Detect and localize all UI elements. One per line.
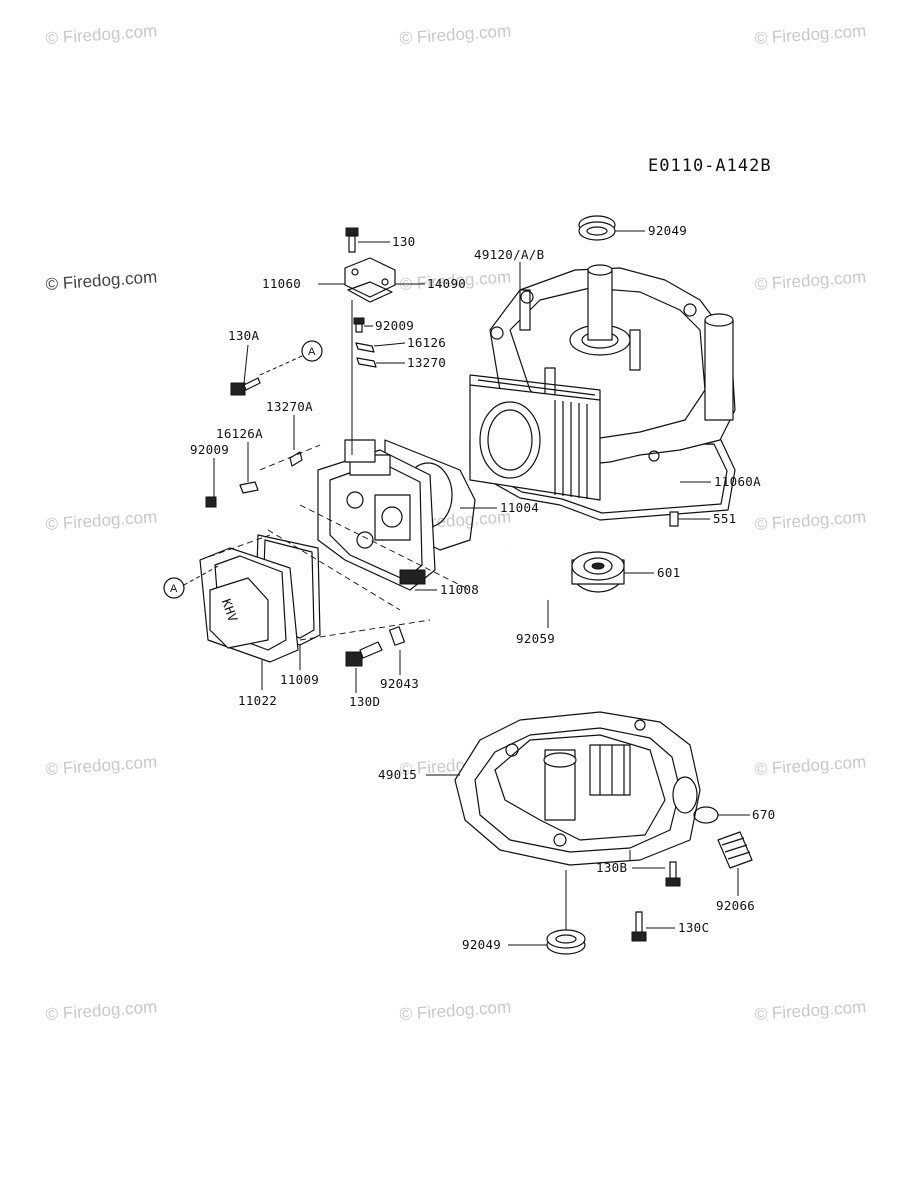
- part-label: 11060: [262, 276, 301, 291]
- leader-lines: [213, 230, 750, 946]
- callout-marker: A: [170, 583, 178, 595]
- watermark: © Firedog.com: [399, 997, 512, 1024]
- part-label: 16126A: [216, 426, 263, 441]
- part-label: 92049: [462, 937, 501, 952]
- part-label: 13270: [407, 355, 446, 370]
- watermark: © Firedog.com: [754, 507, 867, 534]
- watermark: © Firedog.com: [399, 21, 512, 48]
- part-label: 551: [713, 511, 736, 526]
- crankcase-cover-drawing: [454, 711, 753, 955]
- part-label: 92049: [648, 223, 687, 238]
- part-label: 130B: [596, 860, 627, 875]
- part-label: 49015: [378, 767, 417, 782]
- part-label: 13270A: [266, 399, 313, 414]
- part-label: 130: [392, 234, 415, 249]
- part-labels: 130 11060 14090 92009 16126 13270 130A 1…: [190, 223, 775, 952]
- part-label: 11009: [280, 672, 319, 687]
- watermark: © Firedog.com: [754, 21, 867, 48]
- callout-a-top: A: [259, 340, 323, 376]
- part-label: 11004: [500, 500, 539, 515]
- part-label: 130A: [228, 328, 259, 343]
- watermark: © Firedog.com: [754, 267, 867, 294]
- watermark: © Firedog.com: [754, 752, 867, 779]
- crankcase-drawing: [469, 215, 736, 596]
- part-label: 670: [752, 807, 775, 822]
- part-label: 16126: [407, 335, 446, 350]
- watermark: © Firedog.com: [45, 21, 158, 48]
- part-label: 92059: [516, 631, 555, 646]
- part-label: 601: [657, 565, 680, 580]
- callout-a-left: A: [163, 564, 221, 599]
- part-label: 92043: [380, 676, 419, 691]
- callout-marker: A: [308, 346, 316, 358]
- cylinder-head-drawing: KHV: [199, 227, 476, 667]
- diagram-code: E0110-A142B: [648, 156, 772, 176]
- part-label: 11008: [440, 582, 479, 597]
- part-label: 49120/A/B: [474, 247, 544, 262]
- watermark: © Firedog.com: [45, 507, 158, 534]
- watermark: © Firedog.com: [45, 267, 158, 294]
- part-label: 130D: [349, 694, 380, 709]
- part-label: 92009: [190, 442, 229, 457]
- part-label: 11022: [238, 693, 277, 708]
- watermark: © Firedog.com: [754, 997, 867, 1024]
- watermark: © Firedog.com: [45, 752, 158, 779]
- part-label: 130C: [678, 920, 709, 935]
- part-label: 92009: [375, 318, 414, 333]
- part-label: 14090: [427, 276, 466, 291]
- watermark: © Firedog.com: [45, 997, 158, 1024]
- part-label: 92066: [716, 898, 755, 913]
- part-label: 11060A: [714, 474, 761, 489]
